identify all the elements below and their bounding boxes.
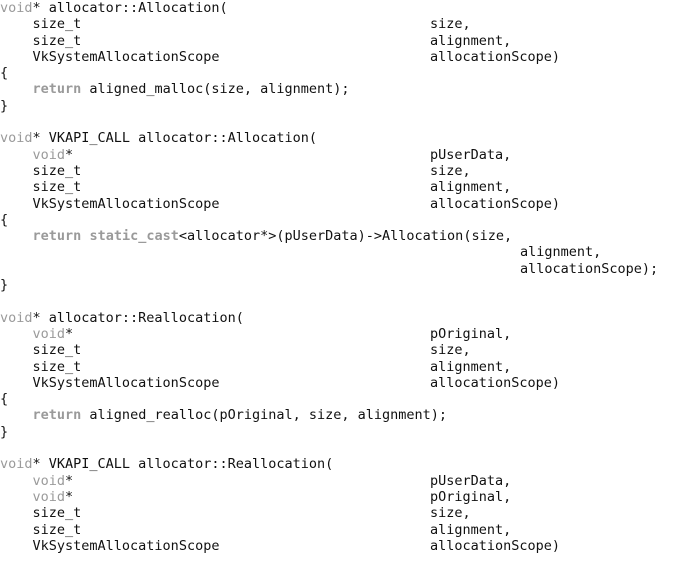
param-type: VkSystemAllocationScope bbox=[32, 195, 220, 212]
statement-text: <allocator*>(pUserData)->Allocation(size… bbox=[178, 228, 513, 245]
parameter-line: VkSystemAllocationScope allocationScope) bbox=[0, 49, 688, 65]
parameter-line: VkSystemAllocationScope allocationScope) bbox=[0, 196, 688, 212]
blank-line bbox=[0, 440, 688, 456]
keyword-void: void bbox=[0, 0, 33, 16]
function-signature: void* allocator::Reallocation( bbox=[0, 310, 688, 326]
parameter-line: void* pUserData, bbox=[0, 147, 688, 163]
keyword-void: void bbox=[0, 309, 33, 326]
keyword-return: return bbox=[32, 81, 82, 98]
parameter-line: size_t size, bbox=[0, 16, 688, 32]
param-name: pUserData, bbox=[430, 472, 512, 489]
open-brace: { bbox=[0, 391, 9, 408]
param-type: * bbox=[65, 488, 74, 505]
blank-line bbox=[0, 293, 688, 309]
function-signature: void* allocator::Allocation( bbox=[0, 0, 688, 16]
argument-text: allocationScope); bbox=[520, 260, 659, 277]
parameter-line: void* pOriginal, bbox=[0, 326, 688, 342]
param-name: allocationScope) bbox=[430, 48, 561, 65]
param-name: size, bbox=[430, 16, 471, 33]
close-brace: } bbox=[0, 97, 9, 114]
param-name: size, bbox=[430, 162, 471, 179]
statement-line: return aligned_realloc(pOriginal, size, … bbox=[0, 407, 688, 423]
param-type: size_t bbox=[32, 179, 82, 196]
keyword-void: void bbox=[32, 488, 66, 505]
param-type: size_t bbox=[32, 16, 82, 33]
function-name: * allocator::Allocation( bbox=[32, 0, 228, 16]
param-type: VkSystemAllocationScope bbox=[32, 537, 220, 554]
param-type: size_t bbox=[32, 505, 82, 522]
parameter-line: VkSystemAllocationScope allocationScope) bbox=[0, 375, 688, 391]
param-type: size_t bbox=[32, 162, 82, 179]
param-type: size_t bbox=[32, 32, 82, 49]
function-name: * allocator::Reallocation( bbox=[32, 309, 244, 326]
param-type: * bbox=[65, 325, 74, 342]
parameter-line: VkSystemAllocationScope allocationScope) bbox=[0, 538, 688, 554]
keyword-static-cast: static_cast bbox=[89, 228, 179, 245]
close-brace: } bbox=[0, 423, 9, 440]
keyword-return: return bbox=[32, 228, 82, 245]
param-name: pOriginal, bbox=[430, 325, 512, 342]
param-name: pUserData, bbox=[430, 146, 512, 163]
keyword-void: void bbox=[0, 130, 33, 147]
param-type: * bbox=[65, 146, 74, 163]
param-type: * bbox=[65, 472, 74, 489]
param-name: alignment, bbox=[430, 179, 512, 196]
keyword-void: void bbox=[32, 472, 66, 489]
keyword-void: void bbox=[32, 325, 66, 342]
function-signature: void* VKAPI_CALL allocator::Reallocation… bbox=[0, 456, 688, 472]
open-brace: { bbox=[0, 65, 9, 82]
param-type: size_t bbox=[32, 358, 82, 375]
param-name: allocationScope) bbox=[430, 374, 561, 391]
argument-text: alignment, bbox=[520, 244, 602, 261]
param-name: alignment, bbox=[430, 358, 512, 375]
param-name: pOriginal, bbox=[430, 488, 512, 505]
function-name: * VKAPI_CALL allocator::Allocation( bbox=[32, 130, 317, 147]
param-name: allocationScope) bbox=[430, 537, 561, 554]
blank-line bbox=[0, 114, 688, 130]
param-type: size_t bbox=[32, 342, 82, 359]
keyword-void: void bbox=[0, 456, 33, 473]
parameter-line: size_t alignment, bbox=[0, 359, 688, 375]
parameter-line: size_t alignment, bbox=[0, 522, 688, 538]
function-signature: void* VKAPI_CALL allocator::Allocation( bbox=[0, 130, 688, 146]
open-brace: { bbox=[0, 211, 9, 228]
parameter-line: size_t alignment, bbox=[0, 179, 688, 195]
param-name: alignment, bbox=[430, 32, 512, 49]
param-type: VkSystemAllocationScope bbox=[32, 374, 220, 391]
param-type: VkSystemAllocationScope bbox=[32, 48, 220, 65]
statement-text: aligned_realloc(pOriginal, size, alignme… bbox=[81, 407, 448, 424]
keyword-void: void bbox=[32, 146, 66, 163]
statement-continuation: allocationScope); bbox=[0, 261, 688, 277]
close-brace: } bbox=[0, 277, 9, 294]
parameter-line: void* pUserData, bbox=[0, 473, 688, 489]
param-type: size_t bbox=[32, 521, 82, 538]
statement-continuation: alignment, bbox=[0, 244, 688, 260]
param-name: size, bbox=[430, 505, 471, 522]
parameter-line: size_t size, bbox=[0, 505, 688, 521]
param-name: alignment, bbox=[430, 521, 512, 538]
keyword-return: return bbox=[32, 407, 82, 424]
parameter-line: void* pOriginal, bbox=[0, 489, 688, 505]
parameter-line: size_t size, bbox=[0, 163, 688, 179]
function-name: * VKAPI_CALL allocator::Reallocation( bbox=[32, 456, 334, 473]
statement-line: return static_cast<allocator*>(pUserData… bbox=[0, 228, 688, 244]
parameter-line: size_t size, bbox=[0, 342, 688, 358]
param-name: size, bbox=[430, 342, 471, 359]
statement-text: aligned_malloc(size, alignment); bbox=[81, 81, 350, 98]
parameter-line: size_t alignment, bbox=[0, 33, 688, 49]
param-name: allocationScope) bbox=[430, 195, 561, 212]
statement-line: return aligned_malloc(size, alignment); bbox=[0, 81, 688, 97]
